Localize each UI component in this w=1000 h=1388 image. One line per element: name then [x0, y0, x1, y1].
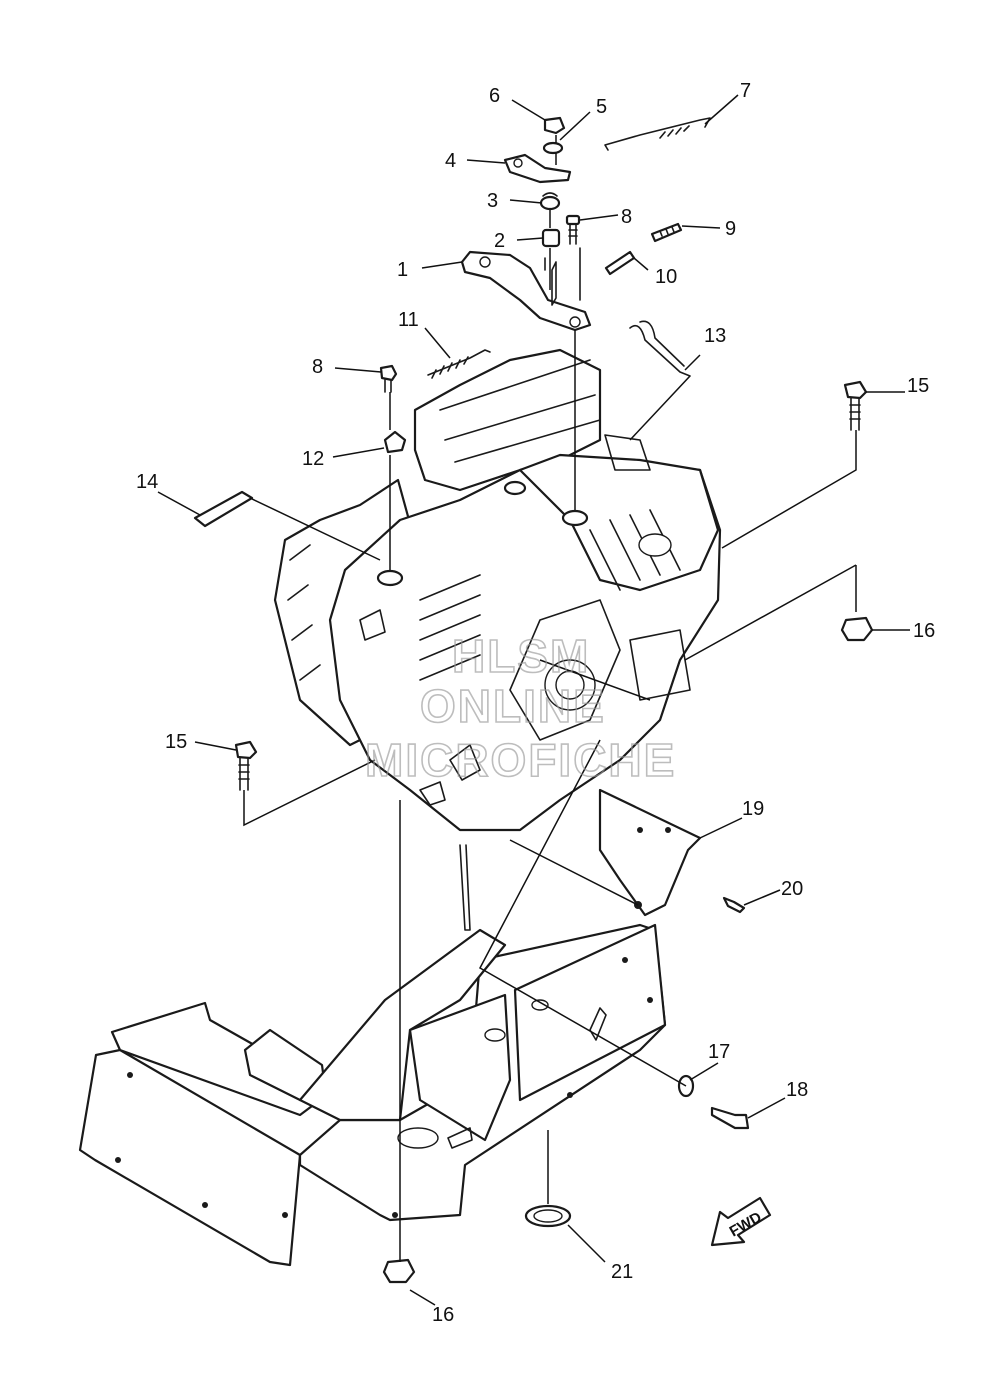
callout-2: 2: [494, 230, 505, 252]
callout-12: 12: [302, 448, 324, 470]
callout-5: 5: [596, 96, 607, 118]
callout-labels: 1 2 3 4 5 6 7 8 8 9 10 11 12 13 14 15 15…: [136, 80, 935, 1326]
watermark-line-2: ONLINE: [420, 680, 606, 732]
callout-15-right: 15: [907, 375, 929, 397]
watermark: HLSM ONLINE MICROFICHE: [364, 629, 676, 787]
callout-10: 10: [655, 266, 677, 288]
callout-9: 9: [725, 218, 736, 240]
callout-7: 7: [740, 80, 751, 102]
engine-assembly: [273, 348, 722, 832]
fwd-arrow-icon: FWD: [710, 1196, 772, 1247]
callout-6: 6: [489, 85, 500, 107]
callout-16-right: 16: [913, 620, 935, 642]
watermark-line-3: MICROFICHE: [365, 734, 676, 786]
callout-21: 21: [611, 1261, 633, 1283]
callout-17: 17: [708, 1041, 730, 1063]
callout-18: 18: [786, 1079, 808, 1101]
callout-16-bottom: 16: [432, 1304, 454, 1326]
callout-13: 13: [704, 325, 726, 347]
callout-15-left: 15: [165, 731, 187, 753]
callout-3: 3: [487, 190, 498, 212]
callout-1: 1: [397, 259, 408, 281]
base-frame: [78, 788, 702, 1267]
callout-20: 20: [781, 878, 803, 900]
watermark-line-1: HLSM: [452, 630, 590, 682]
callout-14: 14: [136, 471, 158, 493]
callout-8-lower: 8: [312, 356, 323, 378]
leader-lines: [157, 94, 910, 1306]
callout-11: 11: [398, 309, 419, 331]
small-parts: [193, 116, 874, 1284]
callout-4: 4: [445, 150, 456, 172]
frame-rivets: [115, 827, 671, 1218]
callout-8-upper: 8: [621, 206, 632, 228]
callout-19: 19: [742, 798, 764, 820]
